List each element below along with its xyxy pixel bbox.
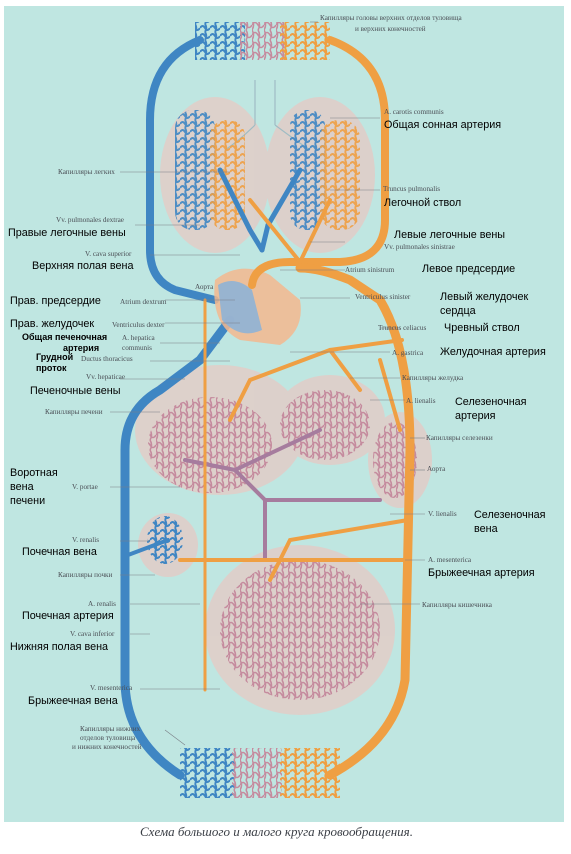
label-cap-upper-2: и верхних конечностей [355, 25, 426, 33]
label-vv-pulm-sin-ru: Левые легочные вены [394, 229, 505, 241]
figure-caption: Схема большого и малого круга кровообращ… [140, 824, 413, 839]
label-hepatica-lat-1: A. hepatica [122, 334, 156, 342]
label-ventr-dex-ru: Прав. желудочек [10, 318, 94, 330]
label-truncus-coel-lat: Truncus celiacus [378, 324, 426, 332]
upper-capillary-bed [195, 22, 330, 60]
label-atrium-dex-lat: Atrium dextrum [120, 298, 167, 306]
label-ventr-sin-ru-2: сердца [440, 305, 476, 317]
label-portae-lat: V. portae [72, 483, 98, 491]
label-v-mesenterica-ru: Брыжеечная вена [28, 695, 118, 707]
label-truncus-coel-ru: Чревный ствол [444, 322, 520, 334]
lower-capillary-bed [180, 748, 340, 798]
label-carotis-ru: Общая сонная артерия [384, 119, 501, 131]
label-ductus-ru-1: Грудной [36, 352, 73, 362]
label-hepatica-lat-2: communis [122, 344, 152, 352]
label-cap-lower-2: отделов туловища [80, 734, 136, 742]
label-lienalis-ru-1: Селезеночная [455, 396, 527, 408]
label-ventr-sin-ru-1: Левый желудочек [440, 291, 529, 303]
label-vv-pulm-sin-lat: Vv. pulmonales sinistrae [384, 243, 455, 251]
label-aorta-mid: Аорта [427, 465, 446, 473]
label-portae-ru-2: вена [10, 481, 34, 493]
label-portae-ru-1: Воротная [10, 467, 58, 479]
label-a-renalis-ru: Почечная артерия [22, 610, 114, 622]
label-cap-kidney: Капилляры почки [58, 571, 113, 579]
label-cap-lower-1: Капилляры нижних [80, 725, 141, 733]
label-cap-spleen: Капилляры селезенки [426, 434, 493, 442]
label-a-renalis-lat: A. renalis [88, 600, 116, 608]
label-ductus-ru-2: проток [36, 363, 67, 373]
label-portae-ru-3: печени [10, 495, 45, 507]
label-v-lienalis-ru-1: Селезеночная [474, 509, 546, 521]
label-vv-hep-lat: Vv. hepaticae [86, 373, 125, 381]
label-truncus-pulm-ru: Легочной ствол [384, 197, 461, 209]
label-vci-lat: V. cava inferior [70, 630, 115, 638]
label-carotis-lat: A. carotis communis [384, 108, 444, 116]
label-ventr-dex-lat: Ventriculus dexter [112, 321, 165, 329]
label-vci-ru: Нижняя полая вена [10, 641, 108, 653]
label-v-mesenterica-lat: V. mesenterica [90, 684, 133, 692]
label-lienalis-lat: A. lienalis [406, 397, 436, 405]
label-vv-pulm-dex-ru: Правые легочные вены [8, 227, 126, 239]
label-vv-hep-ru: Печеночные вены [30, 385, 121, 397]
label-atrium-sin-ru: Левое предсердие [422, 263, 515, 275]
label-cap-liver: Капилляры печени [45, 408, 103, 416]
label-atrium-sin-lat: Atrium sinistrum [345, 266, 395, 274]
label-atrium-dex-ru: Прав. предсердие [10, 295, 101, 307]
label-cap-upper-1: Капилляры головы верхних отделов туловищ… [320, 14, 463, 22]
label-mesenterica-ru: Брыжеечная артерия [428, 567, 535, 579]
label-vcs-ru: Верхняя полая вена [32, 260, 134, 272]
label-ventr-sin-lat: Ventriculus sinister [355, 293, 411, 301]
label-gastrica-lat: A. gastrica [392, 349, 424, 357]
label-ductus-lat: Ductus thoracicus [81, 355, 133, 363]
label-gastrica-ru: Желудочная артерия [440, 346, 546, 358]
label-cap-intestine: Капилляры кишечника [422, 601, 493, 609]
label-v-lienalis-lat: V. lienalis [428, 510, 457, 518]
label-v-lienalis-ru-2: вена [474, 523, 498, 535]
label-vcs-lat: V. cava superior [85, 250, 132, 258]
label-cap-lower-3: и нижних конечностей [72, 743, 142, 751]
label-vv-pulm-dex-lat: Vv. pulmonales dextrae [56, 216, 124, 224]
label-mesenterica-lat: A. mesenterica [428, 556, 472, 564]
label-v-renalis-ru: Почечная вена [22, 546, 97, 558]
label-v-renalis-lat: V. renalis [72, 536, 99, 544]
label-hepatica-ru-1: Общая печеночная [22, 332, 107, 342]
label-aorta-top: Аорта [195, 283, 214, 291]
label-cap-stomach: Капилляры желудка [402, 374, 464, 382]
label-lienalis-ru-2: артерия [455, 410, 496, 422]
label-truncus-pulm-lat: Truncus pulmonalis [383, 185, 440, 193]
label-cap-lungs: Капилляры легких [58, 168, 115, 176]
